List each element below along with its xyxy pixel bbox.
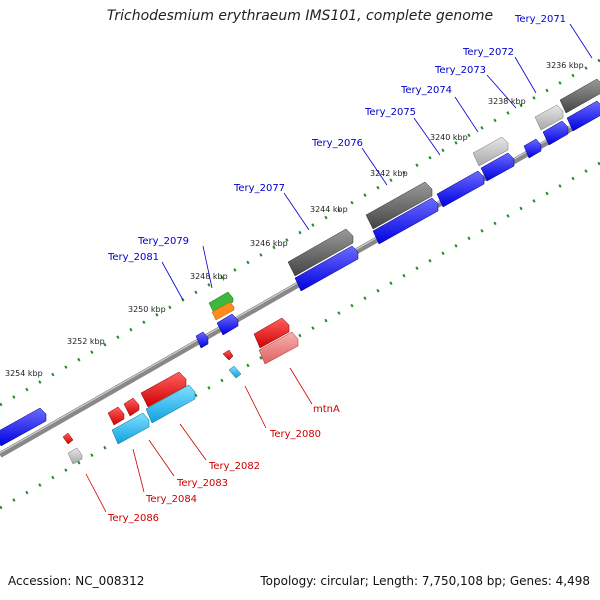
gene-arrow-cyan[interactable] [111, 412, 150, 445]
gene-arrow-tery-2079-orange[interactable] [211, 301, 235, 321]
gene-label-tery-2082[interactable]: Tery_2082 [208, 461, 260, 472]
gene-arrow-gray-small[interactable] [67, 447, 83, 465]
gene-arrow-tery-2086[interactable] [62, 432, 74, 445]
gene-arrow-blue[interactable] [542, 120, 569, 146]
gene-label-tery-2081[interactable]: Tery_2081 [107, 252, 159, 263]
gene-arrow-tery-2084[interactable] [123, 397, 140, 417]
gene-arrow-blue[interactable] [294, 245, 359, 292]
gene-arrow-blue[interactable] [372, 197, 439, 245]
tick-label: 3244 kbp [310, 205, 348, 214]
gene-arrow-tery-2074[interactable] [472, 136, 509, 167]
lower-dotted-track [0, 161, 600, 510]
tick-label: 3254 kbp [5, 369, 43, 378]
gene-arrow-blue[interactable] [436, 170, 485, 208]
lower-leader-lines [85, 367, 313, 513]
gene-arrow-blue[interactable] [523, 138, 542, 159]
upper-leader-lines [161, 23, 593, 301]
gene-label-tery-2084[interactable]: Tery_2084 [145, 494, 197, 505]
gene-arrow-tery-2080[interactable] [222, 349, 234, 361]
gene-arrow-blue[interactable] [566, 100, 600, 132]
gene-label-tery-2074[interactable]: Tery_2074 [400, 85, 452, 96]
gene-arrow-blue[interactable] [216, 313, 239, 336]
gene-arrow-tery-2082[interactable] [140, 371, 187, 408]
tick-label: 3250 kbp [128, 305, 166, 314]
gene-arrow-tery-2072[interactable] [534, 104, 564, 131]
upper-dotted-track [0, 58, 600, 407]
gene-arrow-blue[interactable] [0, 407, 47, 447]
gene-arrow-tery-2077[interactable] [287, 228, 354, 277]
genome-title: Trichodesmium erythraeum IMS101, complet… [106, 8, 494, 24]
gene-arrow-blue[interactable] [480, 152, 515, 182]
gene-label-tery-2083[interactable]: Tery_2083 [176, 478, 228, 489]
tick-label: 3238 kbp [488, 97, 526, 106]
tick-label: 3252 kbp [67, 337, 105, 346]
accession-text: Accession: NC_008312 [8, 574, 145, 588]
gene-label-tery-2073[interactable]: Tery_2073 [434, 65, 486, 76]
gene-arrow-blue[interactable] [195, 331, 209, 349]
gene-label-tery-2075[interactable]: Tery_2075 [364, 107, 416, 118]
gene-label-mtna[interactable]: mtnA [313, 404, 340, 415]
gene-label-tery-2072[interactable]: Tery_2072 [462, 47, 514, 58]
gene-arrow-tery-2071[interactable] [559, 78, 600, 114]
gene-label-tery-2077[interactable]: Tery_2077 [233, 183, 285, 194]
gene-label-tery-2071[interactable]: Tery_2071 [514, 14, 566, 25]
gene-arrow-tery-2083[interactable] [145, 384, 196, 424]
gene-arrow-cyan[interactable] [228, 365, 242, 379]
tick-label: 3236 kbp [546, 61, 584, 70]
gene-arrow-tery-2076[interactable] [365, 181, 433, 230]
tick-label: 3246 kbp [250, 239, 288, 248]
tick-label: 3248 kbp [190, 272, 228, 281]
gene-label-tery-2080[interactable]: Tery_2080 [269, 429, 321, 440]
gene-arrow-red[interactable] [253, 317, 290, 349]
gene-arrow-red[interactable] [107, 406, 125, 426]
gene-arrow-mtna[interactable] [258, 331, 299, 365]
gene-label-tery-2076[interactable]: Tery_2076 [311, 138, 363, 149]
gene-label-tery-2086[interactable]: Tery_2086 [107, 513, 159, 524]
genome-summary-text: Topology: circular; Length: 7,750,108 bp… [260, 574, 590, 588]
tick-label: 3242 kbp [370, 169, 408, 178]
gene-label-tery-2079[interactable]: Tery_2079 [137, 236, 189, 247]
tick-label: 3240 kbp [430, 133, 468, 142]
